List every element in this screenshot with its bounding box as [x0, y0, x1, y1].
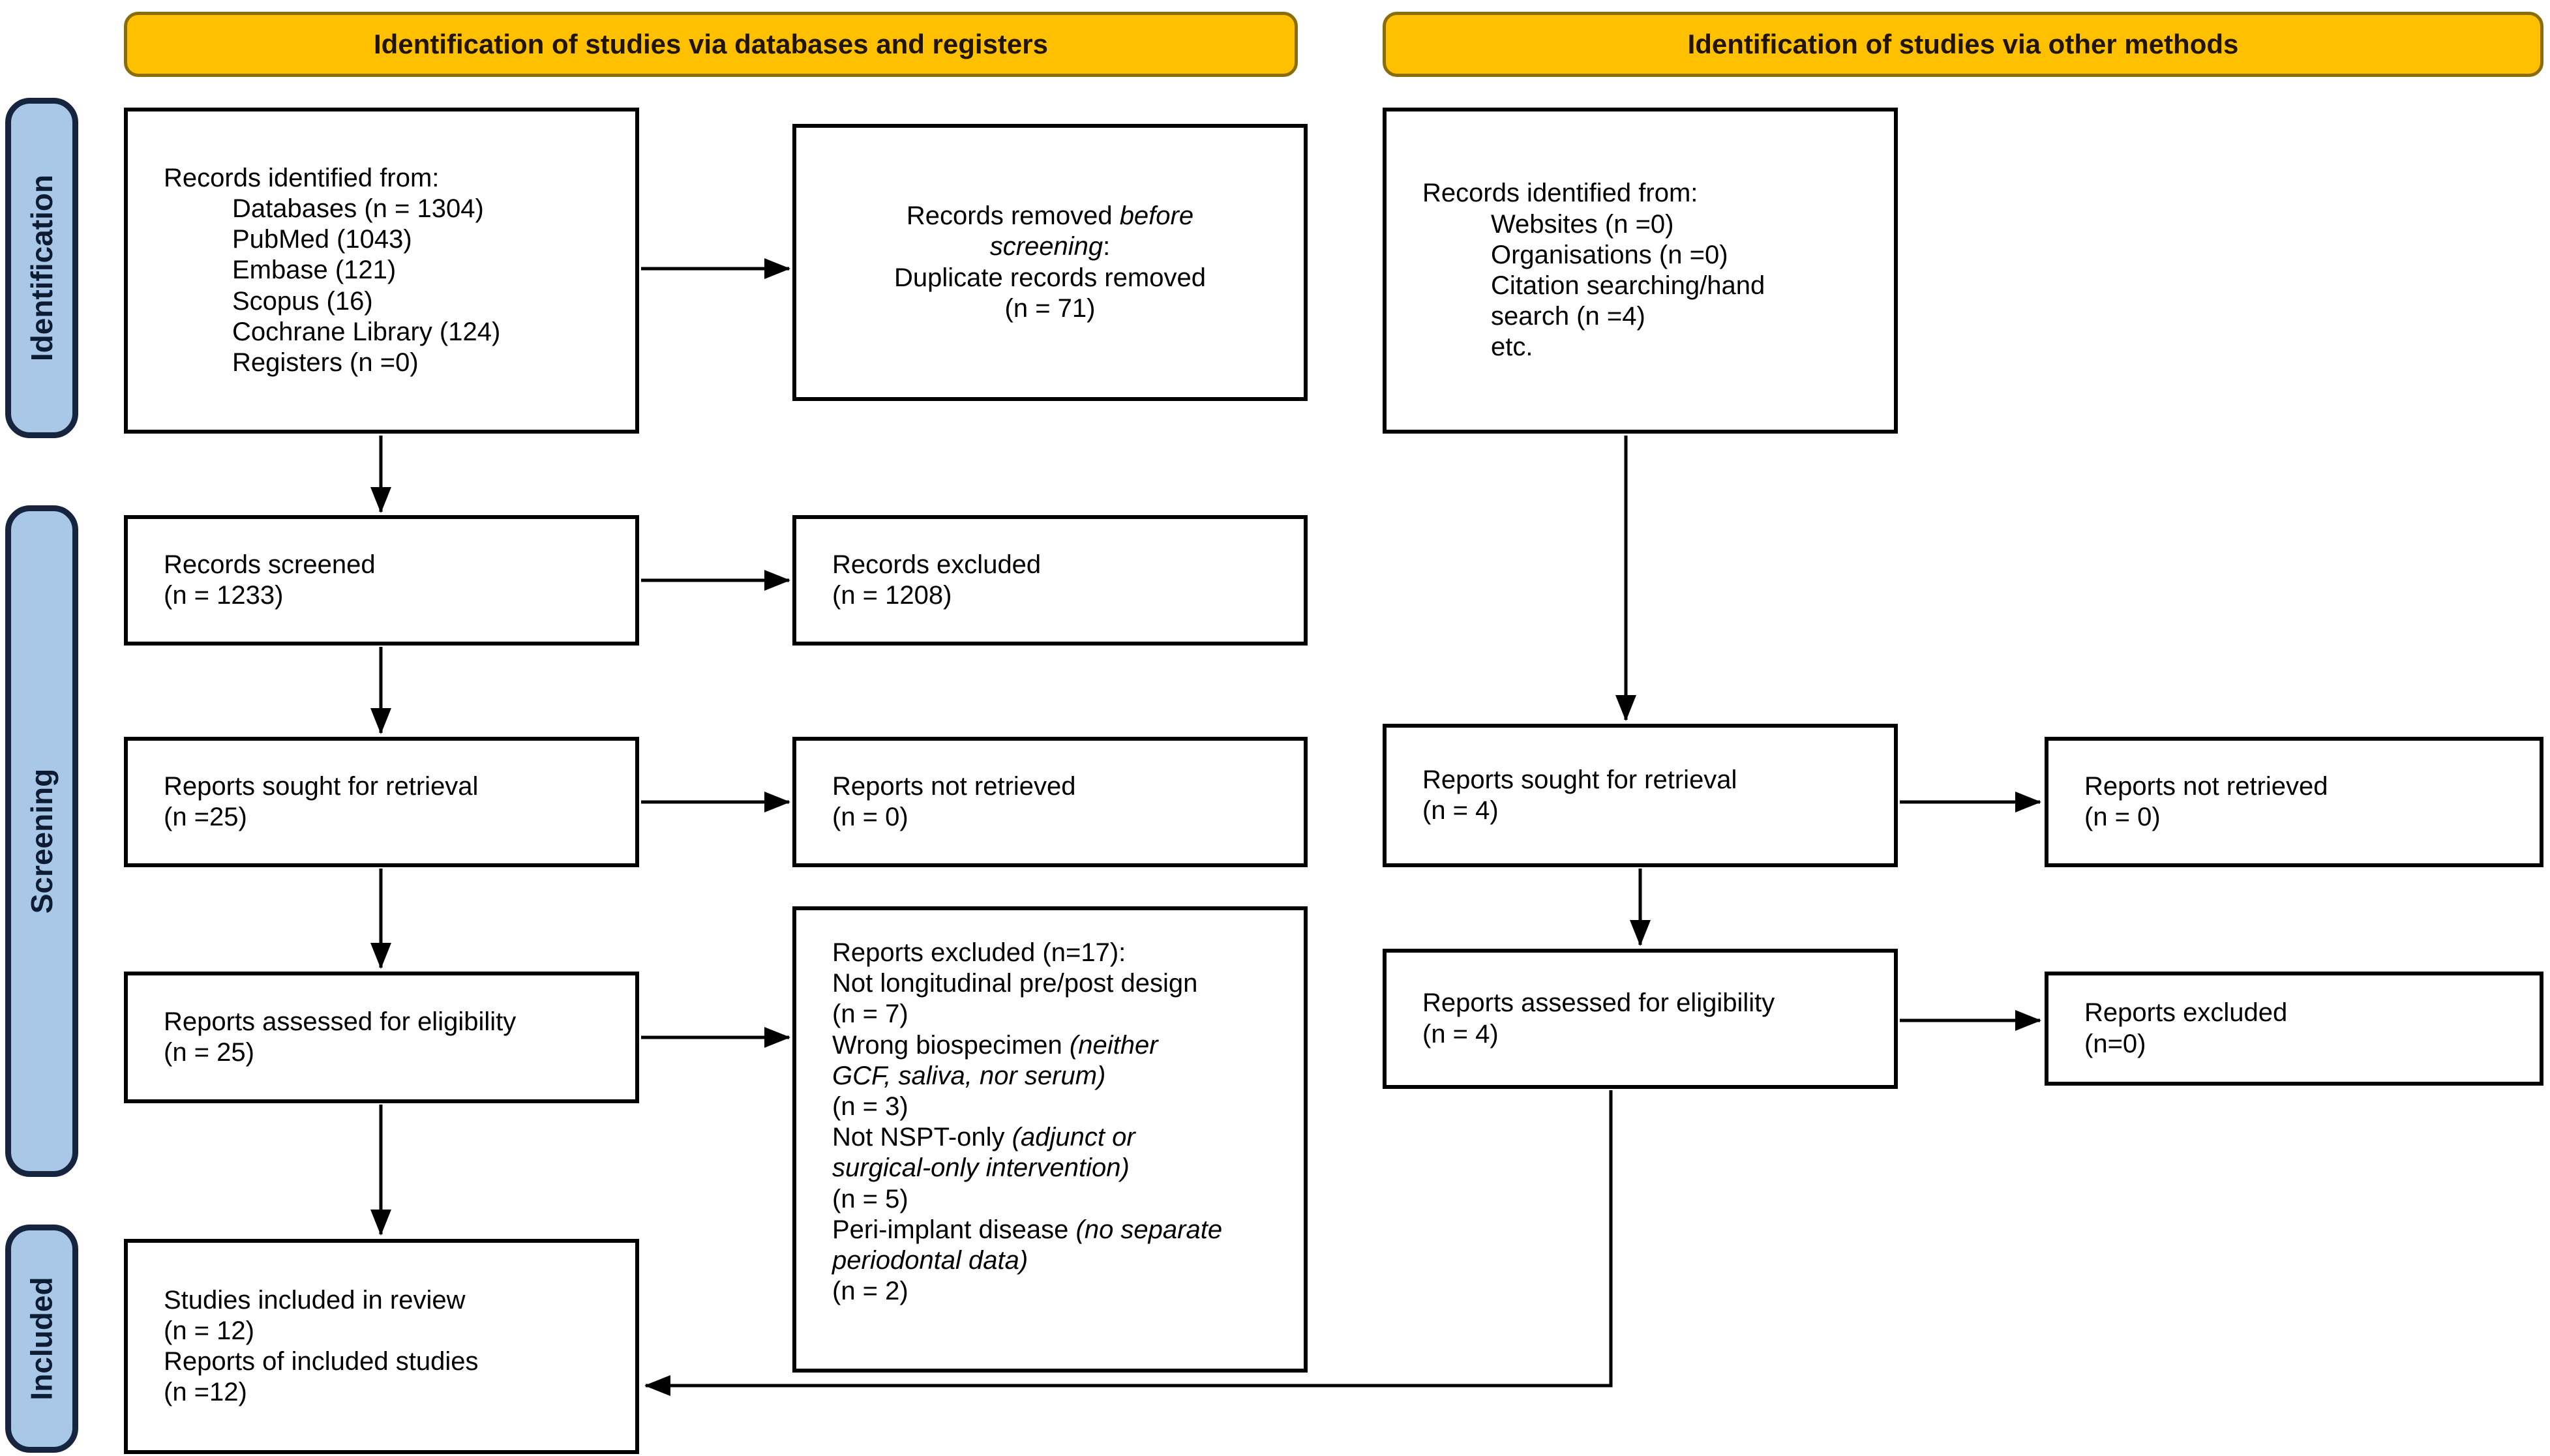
other-item-citation: Citation searching/hand [1491, 271, 1765, 300]
reasons-title: Reports excluded (n=17): [832, 938, 1126, 967]
other-item-search: search (n =4) [1491, 302, 1645, 331]
box-records-screened: Records screened (n = 1233) [124, 515, 639, 646]
db-item-embase: Embase (121) [232, 256, 397, 285]
db-item-registers: Registers (n =0) [232, 348, 419, 377]
sought-left-line-2: (n =25) [164, 803, 247, 831]
db-item-cochrane: Cochrane Library (124) [232, 317, 501, 346]
stage-screening-label: Screening [25, 768, 59, 914]
records-excluded-line-2: (n = 1208) [832, 581, 952, 610]
db-item-scopus: Scopus (16) [232, 286, 373, 316]
removed-line-3: Duplicate records removed [894, 263, 1206, 292]
records-excluded-line-1: Records excluded [832, 550, 1042, 579]
box-reports-sought-right: Reports sought for retrieval (n = 4) [1383, 724, 1898, 867]
reason-2-n: (n = 3) [832, 1092, 908, 1121]
included-line-2: (n = 12) [164, 1316, 254, 1345]
banner-other-methods: Identification of studies via other meth… [1383, 12, 2543, 77]
box-records-identified-databases: Records identified from: Databases (n = … [124, 108, 639, 434]
box-records-excluded: Records excluded (n = 1208) [792, 515, 1308, 646]
assessed-left-line-1: Reports assessed for eligibility [164, 1007, 517, 1036]
excluded-right-line-2: (n=0) [2084, 1029, 2146, 1058]
box-reports-assessed-left: Reports assessed for eligibility (n = 25… [124, 972, 639, 1103]
notret-right-line-2: (n = 0) [2084, 803, 2161, 831]
reason-2: Wrong biospecimen (neither [832, 1030, 1158, 1060]
box-reports-not-retrieved-right: Reports not retrieved (n = 0) [2045, 737, 2543, 867]
notret-left-line-2: (n = 0) [832, 803, 908, 831]
box-records-identified-other: Records identified from: Websites (n =0)… [1383, 108, 1898, 434]
box-reports-excluded-right: Reports excluded (n=0) [2045, 972, 2543, 1086]
reason-3: Not NSPT-only (adjunct or [832, 1123, 1135, 1152]
box-reports-sought-left: Reports sought for retrieval (n =25) [124, 737, 639, 867]
banner-databases-registers-label: Identification of studies via databases … [374, 29, 1048, 59]
stage-identification-label: Identification [25, 174, 59, 362]
records-identified-title: Records identified from: [164, 163, 440, 192]
reason-1-n: (n = 7) [832, 1000, 908, 1029]
stage-included-label: Included [25, 1277, 59, 1401]
reason-3-n: (n = 5) [832, 1184, 908, 1213]
box-records-removed-before-screening: Records removed before screening: Duplic… [792, 124, 1308, 401]
screened-line-2: (n = 1233) [164, 581, 284, 610]
other-identified-title: Records identified from: [1422, 179, 1698, 208]
removed-line-1: Records removed before [906, 201, 1194, 231]
assessed-left-line-2: (n = 25) [164, 1038, 254, 1067]
reason-4: Peri-implant disease (no separate [832, 1215, 1223, 1244]
notret-left-line-1: Reports not retrieved [832, 771, 1076, 801]
box-reports-excluded-reasons: Reports excluded (n=17): Not longitudina… [792, 906, 1308, 1373]
included-line-4: (n =12) [164, 1378, 247, 1407]
reason-1: Not longitudinal pre/post design [832, 969, 1198, 998]
box-reports-not-retrieved-left: Reports not retrieved (n = 0) [792, 737, 1308, 867]
db-item-databases: Databases (n = 1304) [232, 194, 484, 224]
sought-left-line-1: Reports sought for retrieval [164, 771, 479, 801]
box-studies-included: Studies included in review (n = 12) Repo… [124, 1239, 639, 1454]
stage-identification: Identification [5, 98, 78, 438]
banner-databases-registers: Identification of studies via databases … [124, 12, 1298, 77]
assessed-right-line-2: (n = 4) [1422, 1019, 1499, 1048]
assessed-right-line-1: Reports assessed for eligibility [1422, 988, 1775, 1018]
reason-2-cont: GCF, saliva, nor serum) [832, 1061, 1106, 1090]
notret-right-line-1: Reports not retrieved [2084, 771, 2328, 801]
sought-right-line-2: (n = 4) [1422, 796, 1499, 825]
box-reports-assessed-right: Reports assessed for eligibility (n = 4) [1383, 949, 1898, 1089]
reason-3-cont: surgical-only intervention) [832, 1153, 1130, 1183]
reason-4-n: (n = 2) [832, 1277, 908, 1306]
removed-line-4: (n = 71) [1004, 293, 1096, 323]
stage-screening: Screening [5, 505, 78, 1177]
sought-right-line-1: Reports sought for retrieval [1422, 765, 1737, 794]
reason-4-cont: periodontal data) [832, 1245, 1028, 1275]
included-line-3: Reports of included studies [164, 1347, 479, 1376]
other-item-organisations: Organisations (n =0) [1491, 240, 1728, 269]
screened-line-1: Records screened [164, 550, 376, 579]
other-item-websites: Websites (n =0) [1491, 209, 1674, 239]
stage-included: Included [5, 1225, 78, 1453]
removed-line-2: screening: [989, 232, 1111, 261]
other-item-etc: etc. [1491, 333, 1533, 362]
db-item-pubmed: PubMed (1043) [232, 225, 412, 254]
included-line-1: Studies included in review [164, 1285, 466, 1315]
banner-other-methods-label: Identification of studies via other meth… [1687, 29, 2239, 59]
excluded-right-line-1: Reports excluded [2084, 998, 2288, 1028]
